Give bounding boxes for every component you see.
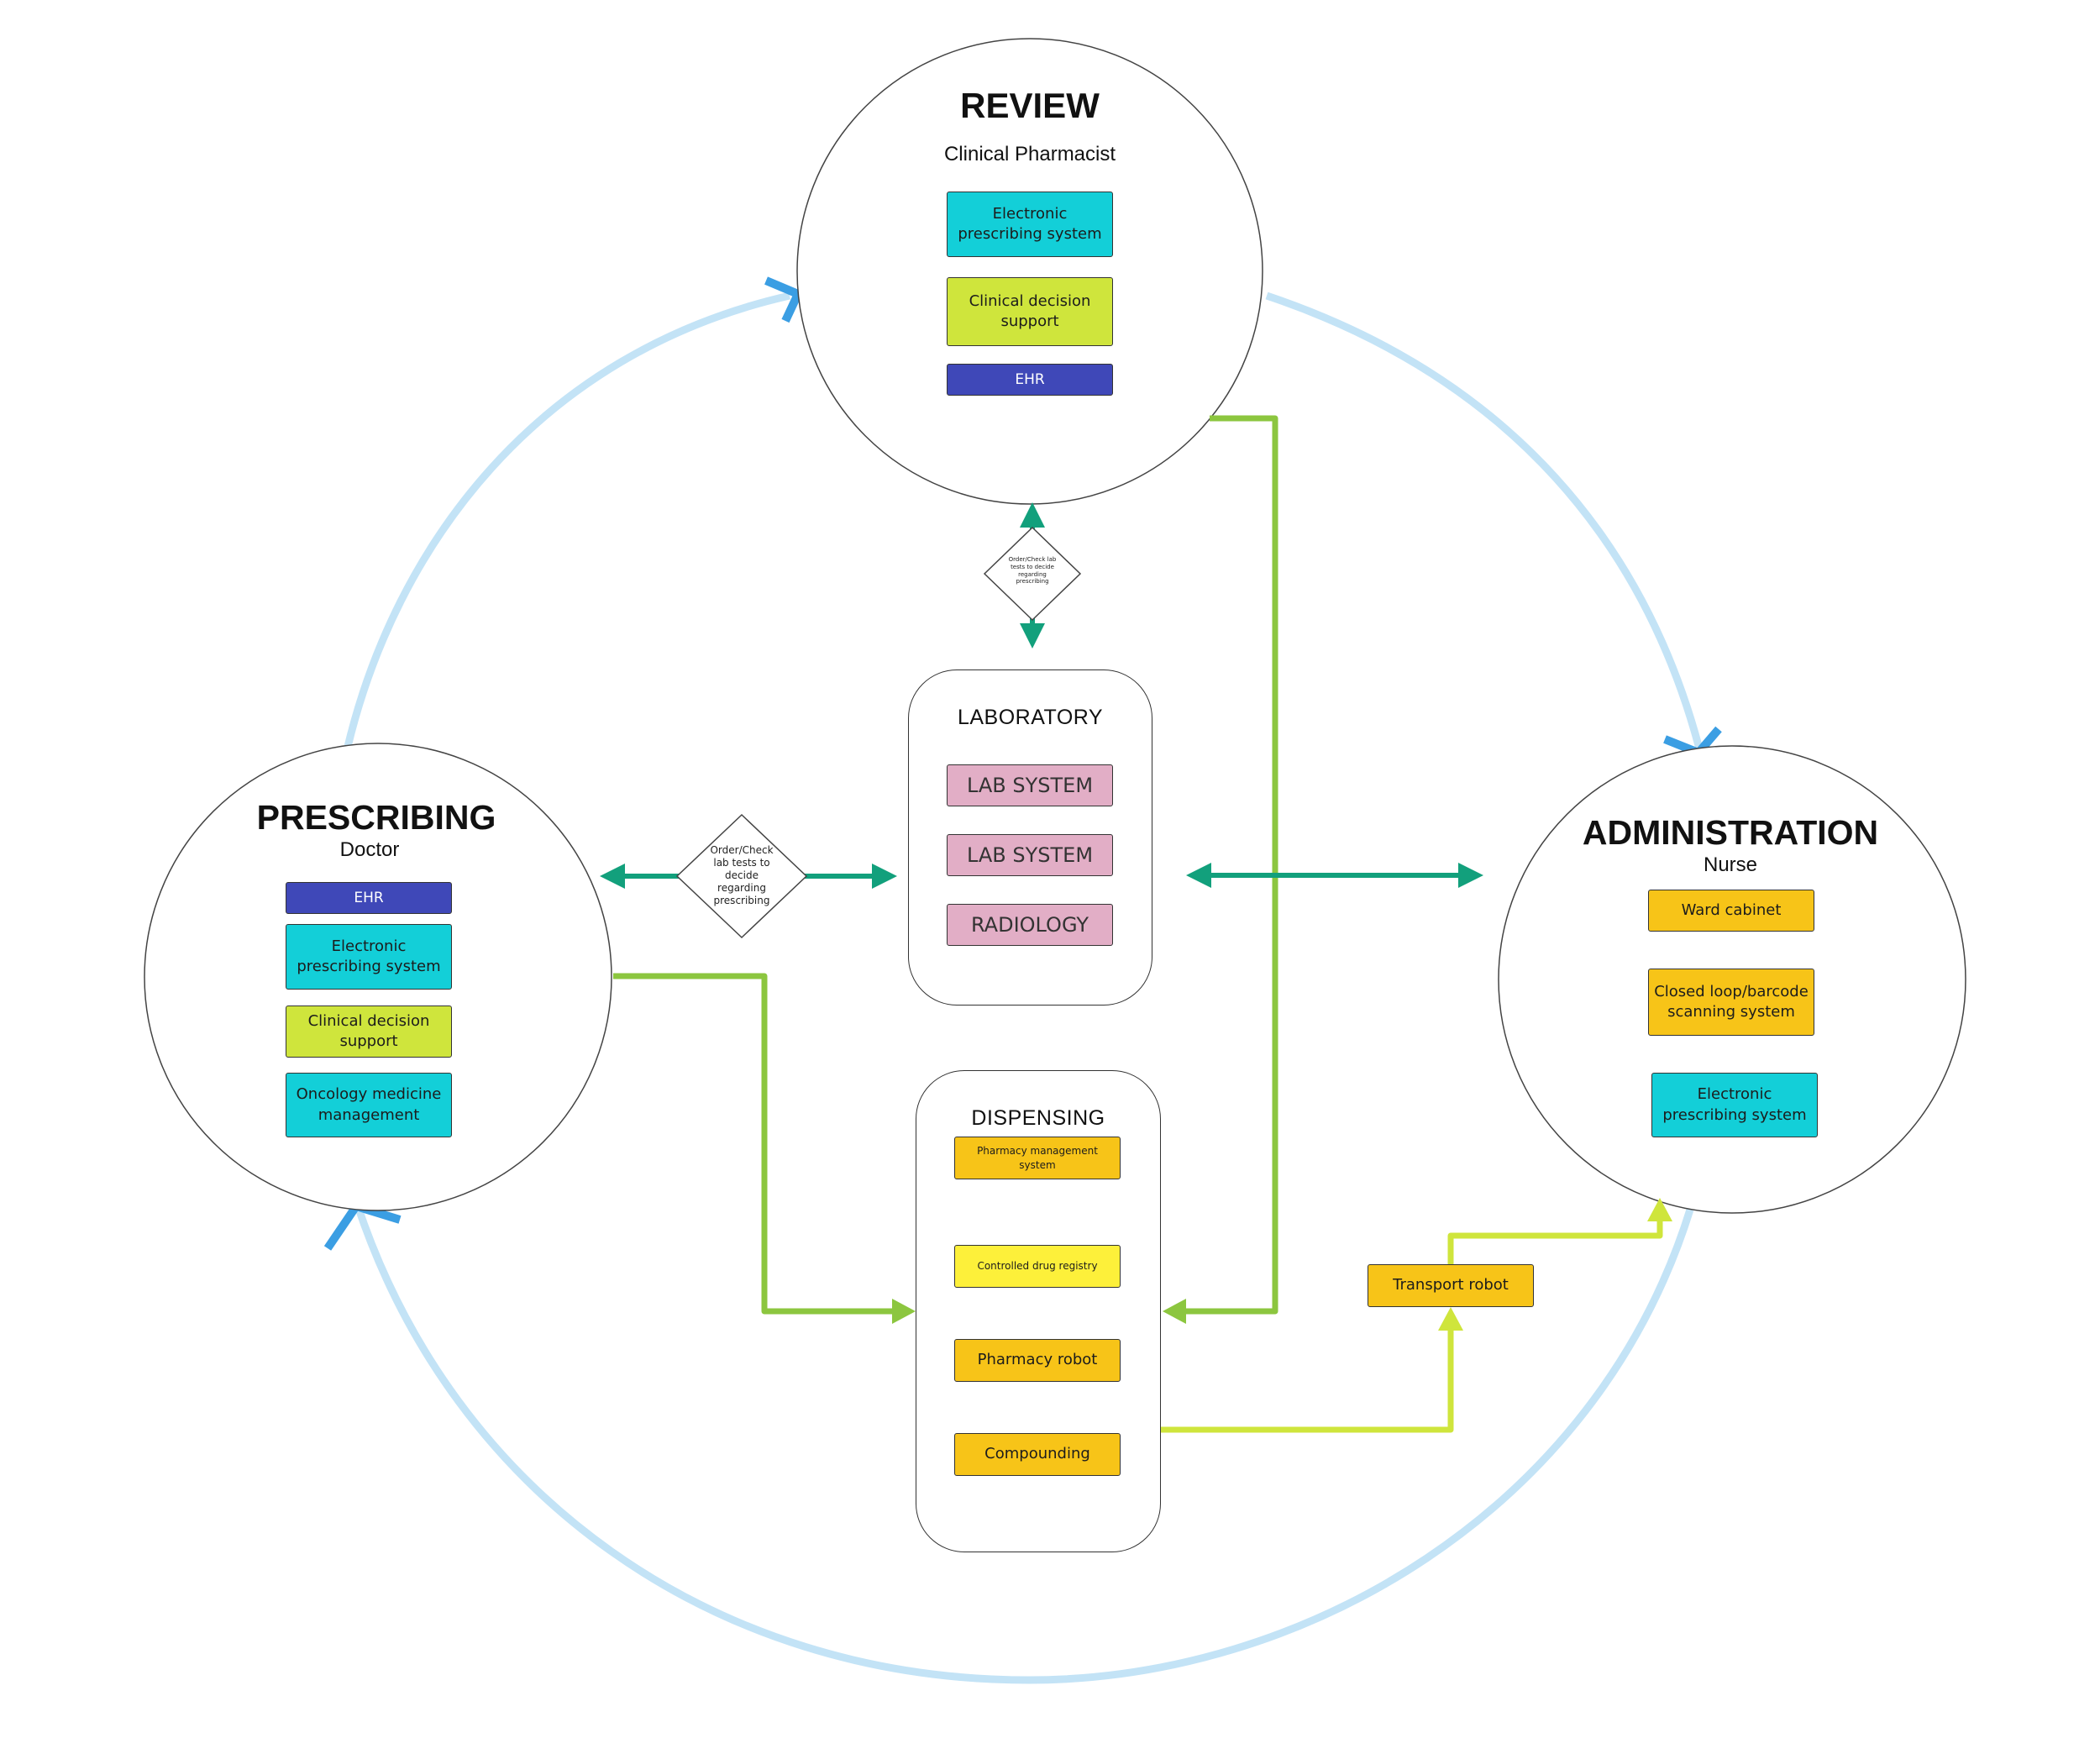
administration-subtitle: Nurse [1703, 853, 1758, 876]
lab-system-box-2[interactable]: LAB SYSTEM [947, 834, 1113, 876]
administration-title: ADMINISTRATION [1582, 813, 1879, 852]
review-clinical-decision-box[interactable]: Clinical decision support [947, 277, 1113, 346]
decision-left-label: Order/Check lab tests to decide regardin… [710, 844, 774, 906]
flow-review-to-dispensing-arrowhead [1163, 1299, 1186, 1324]
decision-diamond-top [983, 526, 1082, 622]
teal-review-lab-arrow-up [1020, 502, 1045, 528]
administration-eprescribing-box[interactable]: Electronic prescribing system [1651, 1073, 1818, 1137]
flow-review-to-dispensing [1179, 415, 1278, 1315]
teal-prescribing-lab-arrow-right [872, 864, 897, 889]
teal-prescribing-lab-arrow-left [600, 864, 625, 889]
compounding-box[interactable]: Compounding [954, 1433, 1121, 1476]
review-ehr-box[interactable]: EHR [947, 364, 1113, 396]
review-title: REVIEW [960, 86, 1100, 125]
prescribing-eprescribing-box[interactable]: Electronic prescribing system [286, 924, 452, 990]
decision-diamond-left [675, 813, 808, 939]
flow-prescribing-to-dispensing-arrowhead [892, 1299, 916, 1324]
transport-robot-box[interactable]: Transport robot [1368, 1264, 1534, 1307]
teal-lab-admin-arrow-right [1458, 863, 1483, 888]
prescribing-oncology-box[interactable]: Oncology medicine management [286, 1073, 452, 1137]
review-subtitle: Clinical Pharmacist [943, 143, 1116, 165]
flow-dispensing-to-transport [1161, 1326, 1454, 1433]
radiology-box[interactable]: RADIOLOGY [947, 904, 1113, 946]
cycle-arc-prescribing-to-review [343, 291, 790, 752]
controlled-drug-registry-box[interactable]: Controlled drug registry [954, 1245, 1121, 1288]
cycle-arc-administration-to-prescribing [353, 1202, 1694, 1684]
dispensing-title: DISPENSING [971, 1106, 1105, 1130]
prescribing-title: PRESCRIBING [256, 798, 496, 837]
teal-review-lab-arrow-down [1020, 623, 1045, 648]
cycle-arc-review-to-administration [1265, 291, 1704, 753]
laboratory-title: LABORATORY [957, 706, 1104, 729]
flow-dispensing-to-transport-arrowhead [1438, 1307, 1463, 1331]
prescribing-subtitle: Doctor [339, 838, 400, 861]
pharmacy-management-box[interactable]: Pharmacy management system [954, 1137, 1121, 1179]
review-eprescribing-box[interactable]: Electronic prescribing system [947, 192, 1113, 257]
flow-prescribing-to-dispensing [613, 973, 900, 1315]
flow-transport-to-administration-arrowhead [1647, 1198, 1672, 1221]
prescribing-clinical-decision-box[interactable]: Clinical decision support [286, 1006, 452, 1058]
administration-closed-loop-box[interactable]: Closed loop/barcode scanning system [1648, 969, 1814, 1036]
prescribing-ehr-box[interactable]: EHR [286, 882, 452, 914]
flow-transport-to-administration [1447, 1216, 1663, 1265]
pharmacy-robot-box[interactable]: Pharmacy robot [954, 1339, 1121, 1382]
administration-ward-cabinet-box[interactable]: Ward cabinet [1648, 890, 1814, 932]
lab-system-box-1[interactable]: LAB SYSTEM [947, 764, 1113, 806]
teal-lab-admin-arrow-left [1186, 863, 1211, 888]
decision-top-label: Order/Check lab tests to decide regardin… [1008, 556, 1057, 585]
review-circle [796, 38, 1263, 505]
